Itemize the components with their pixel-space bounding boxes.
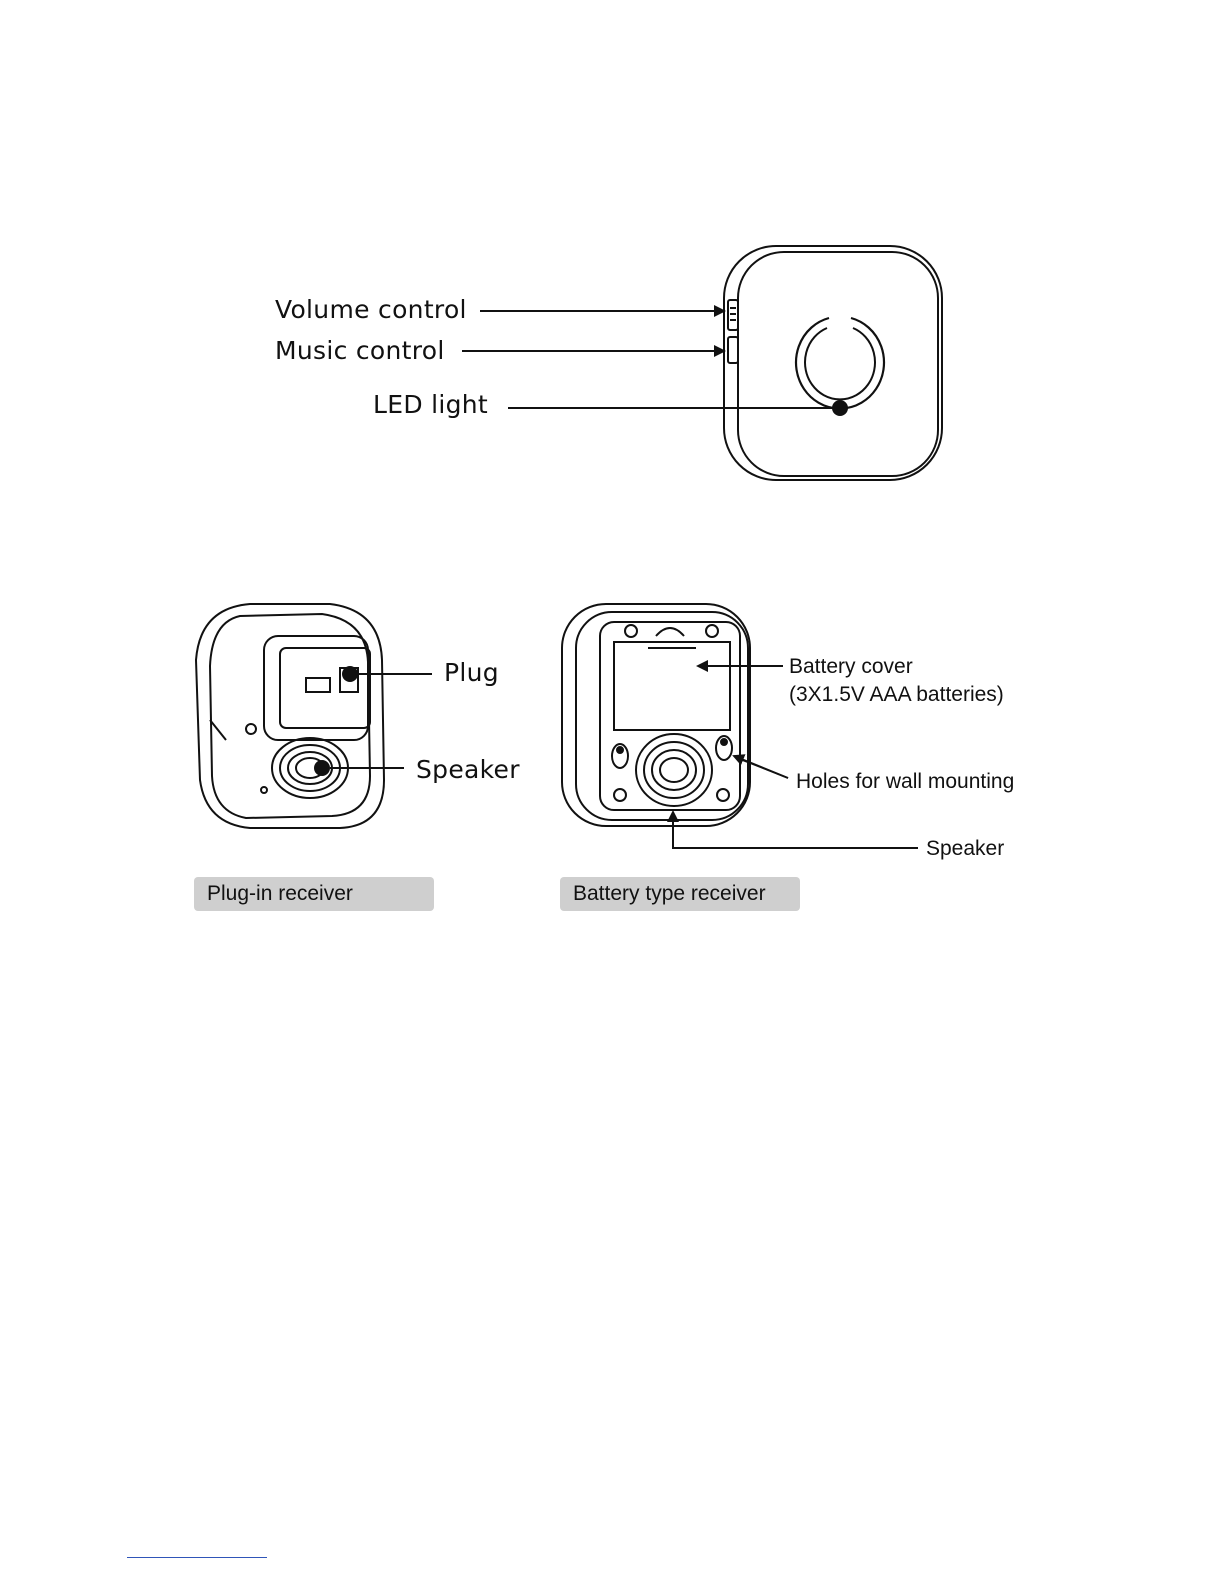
battery-cover-label: Battery cover <box>789 656 913 677</box>
battery-receiver-caption: Battery type receiver <box>560 877 800 911</box>
battery-speaker-leader <box>673 812 918 848</box>
plugin-speaker-label: Speaker <box>416 757 520 782</box>
volume-control-label: Volume control <box>275 297 467 322</box>
music-control-label: Music control <box>275 338 445 363</box>
plugin-receiver-drawing <box>196 604 384 828</box>
plugin-speaker-dot <box>314 760 330 776</box>
music-control-button <box>728 337 738 363</box>
plug-label: Plug <box>444 660 499 685</box>
footer-rule <box>127 1557 267 1558</box>
wall-holes-label: Holes for wall mounting <box>796 771 1014 792</box>
battery-receiver-drawing <box>562 604 750 826</box>
plug-dot <box>342 666 358 682</box>
receiver-front-drawing <box>724 246 942 480</box>
battery-speaker-label: Speaker <box>926 838 1004 859</box>
battery-spec-label: (3X1.5V AAA batteries) <box>789 684 1004 705</box>
led-light-label: LED light <box>373 392 488 417</box>
led-light-dot <box>832 400 848 416</box>
plugin-receiver-caption: Plug-in receiver <box>194 877 434 911</box>
